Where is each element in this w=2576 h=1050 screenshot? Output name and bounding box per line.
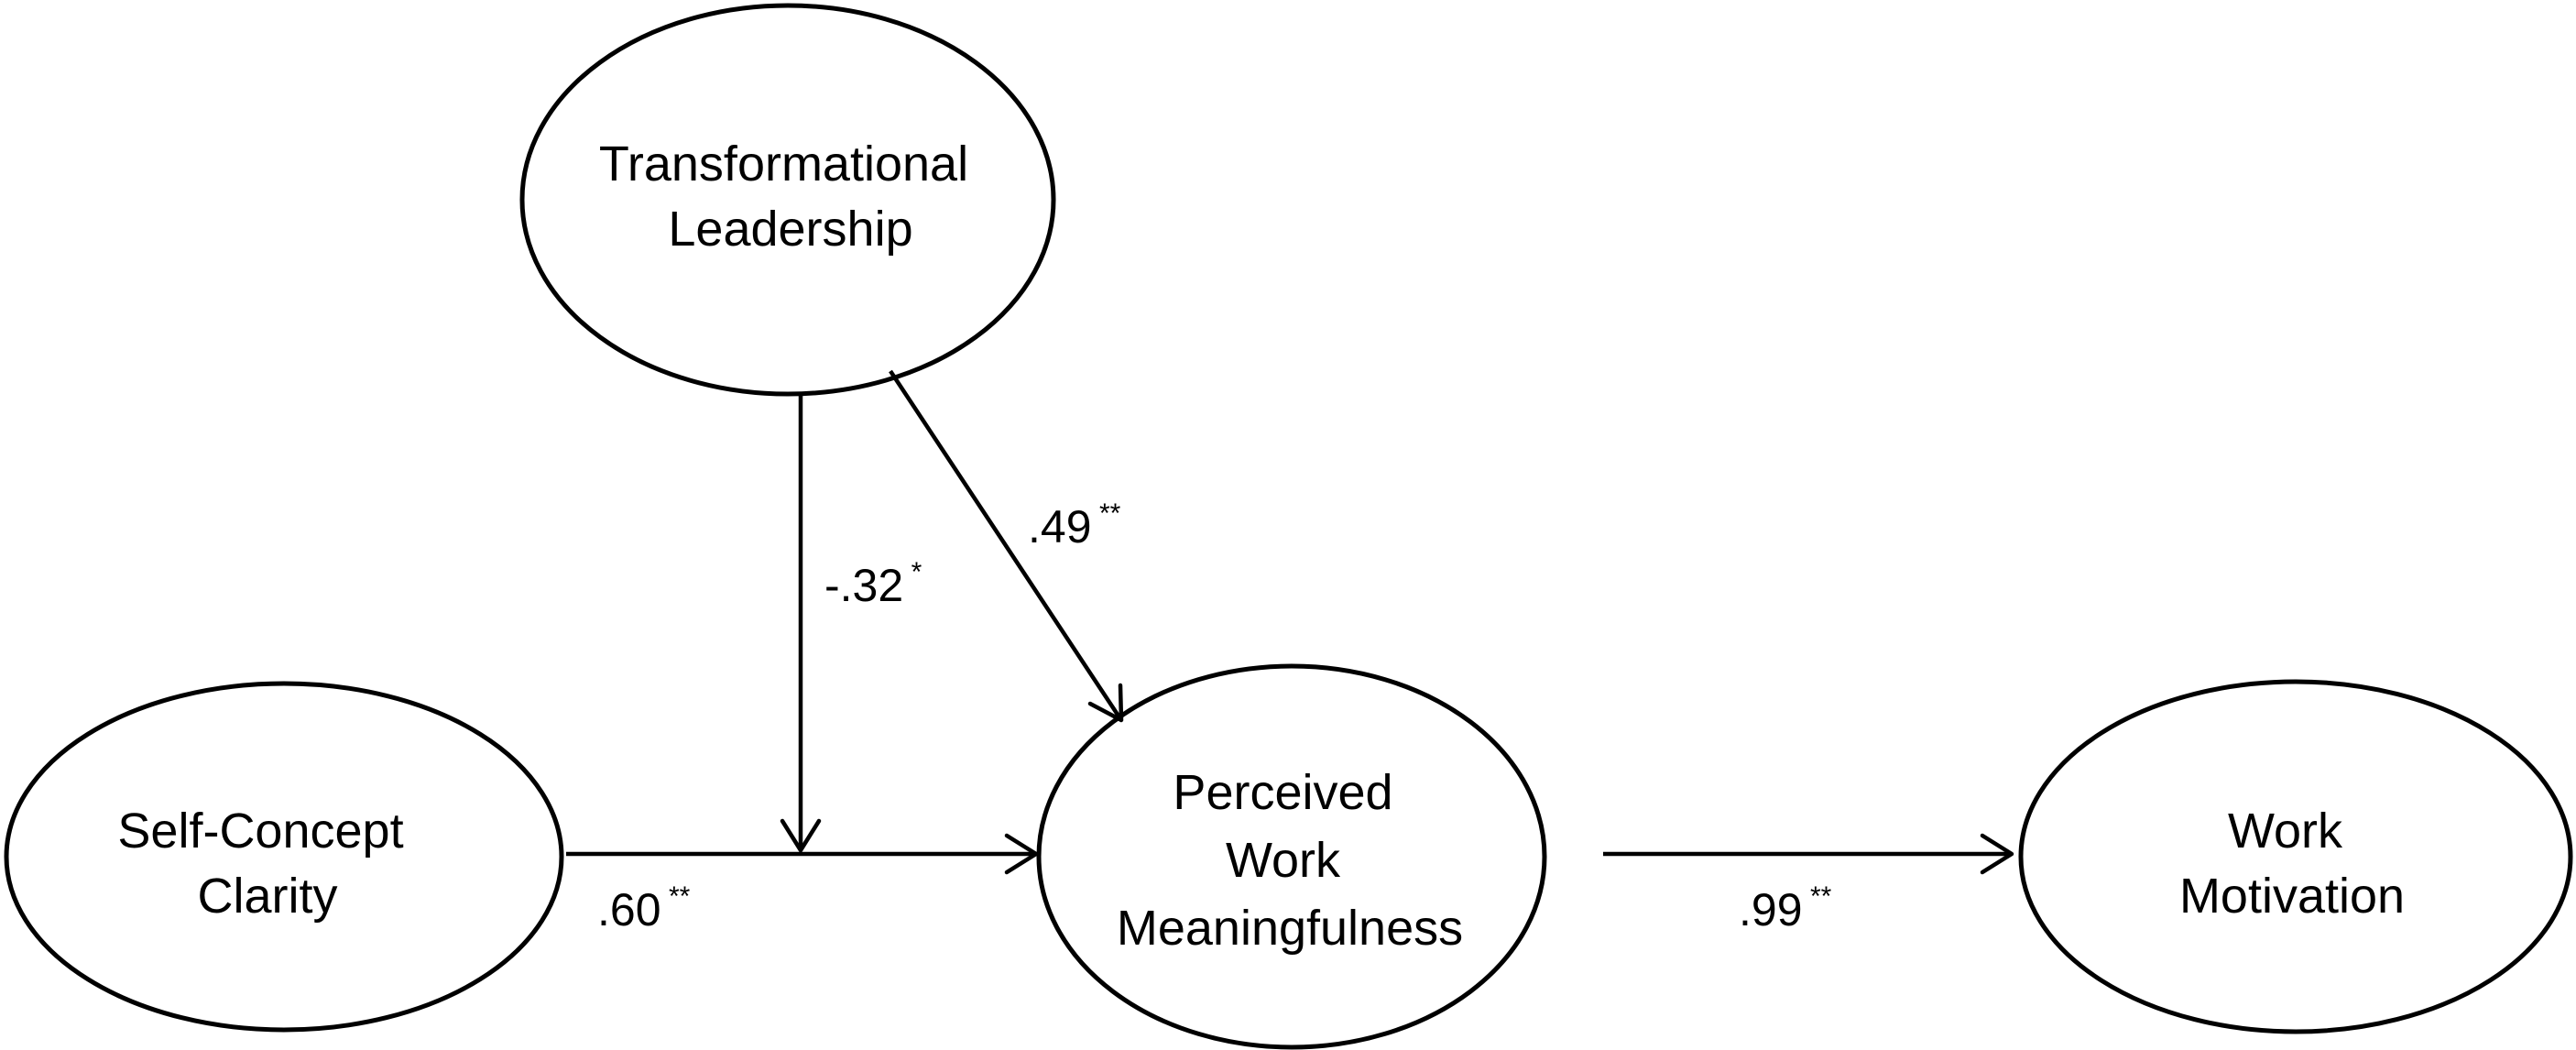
node-transformational-leadership-shape	[519, 3, 1056, 397]
coef-significance: **	[1099, 498, 1121, 529]
coef-value: .60	[597, 884, 661, 935]
coef-moderation: -.32 *	[824, 557, 922, 611]
edge-clarity-to-meaningfulness-arrowhead	[1004, 833, 1039, 875]
coef-value: -.32	[824, 560, 903, 611]
node-label-line: Work	[1226, 833, 1341, 888]
node-transformational-leadership: Transformational Leadership	[519, 3, 1056, 397]
coef-clarity-to-meaningfulness: .60 **	[597, 881, 691, 935]
node-label: Perceived Work Meaningfulness	[1117, 765, 1463, 956]
node-work-motivation: Work Motivation	[2018, 679, 2573, 1034]
edge-moderation-arrowhead	[780, 818, 822, 853]
node-label-line: Clarity	[197, 869, 337, 924]
node-label-line: Perceived	[1173, 765, 1392, 820]
coef-value: .49	[1028, 501, 1092, 552]
edge-leadership-to-meaningfulness-arrowhead	[1087, 683, 1124, 723]
edge-meaningfulness-to-motivation-arrowhead	[1980, 833, 2014, 875]
edge-moderation	[780, 392, 822, 853]
node-label-line: Motivation	[2179, 869, 2405, 924]
node-label-line: Work	[2228, 804, 2343, 859]
coef-meaningfulness-to-motivation: .99 **	[1739, 881, 1832, 935]
coef-significance: **	[669, 881, 691, 912]
node-perceived-work-meaningfulness: Perceived Work Meaningfulness	[1036, 663, 1547, 1050]
node-label-line: Leadership	[668, 202, 912, 257]
node-self-concept-clarity-shape	[4, 681, 564, 1033]
node-label: Self-Concept Clarity	[117, 804, 417, 924]
coef-significance: **	[1810, 881, 1832, 912]
node-label-line: Transformational	[599, 137, 968, 191]
edge-leadership-to-meaningfulness	[889, 369, 1124, 723]
node-label: Work Motivation	[2179, 804, 2405, 924]
node-work-motivation-shape	[2018, 679, 2573, 1034]
node-self-concept-clarity: Self-Concept Clarity	[4, 681, 564, 1033]
coef-significance: *	[911, 557, 922, 587]
edge-meaningfulness-to-motivation	[1603, 833, 2014, 875]
edge-leadership-to-meaningfulness-line	[889, 369, 1123, 722]
node-label: Transformational Leadership	[599, 137, 982, 257]
coef-leadership-to-meaningfulness: .49 **	[1028, 498, 1121, 552]
coef-value: .99	[1739, 884, 1803, 935]
node-label-line: Meaningfulness	[1117, 901, 1463, 956]
node-perceived-work-meaningfulness-shape	[1036, 663, 1547, 1050]
node-label-line: Self-Concept	[117, 804, 403, 859]
edge-clarity-to-meaningfulness	[566, 833, 1039, 875]
